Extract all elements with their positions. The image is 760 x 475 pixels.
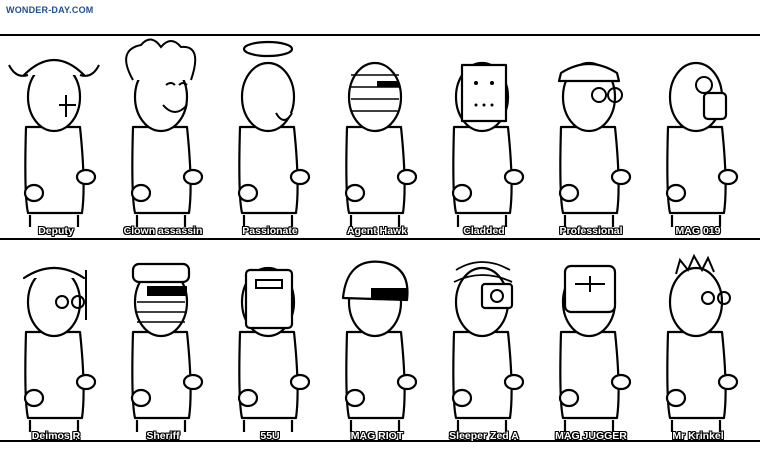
character-1-7: MAG 019 (646, 35, 750, 237)
character-2-2: Sheriff (111, 240, 215, 442)
character-name: Sheriff (146, 430, 180, 442)
character-row-1: Deputy Clown assassin Passionate Agent Hawk… (0, 35, 760, 237)
character-name: Professional (559, 225, 623, 237)
character-1-3: Passionate (218, 35, 322, 237)
row-divider-middle (0, 238, 760, 240)
character-name: Agent Hawk (346, 225, 408, 237)
character-name: MAG JUGGER (555, 430, 627, 442)
character-1-6: Professional (539, 35, 643, 237)
character-1-5: Cladded (432, 35, 536, 237)
character-1-1: Deputy (4, 35, 108, 237)
character-name: Deputy (38, 225, 74, 237)
character-2-5: Sleeper Zed A (432, 240, 536, 442)
row-divider-bottom (0, 440, 760, 442)
character-row-2: Deimos R Sheriff 55U MAG RIOT Sleeper Zed A M… (0, 240, 760, 442)
character-name: Deimos R (31, 430, 81, 442)
character-2-1: Deimos R (4, 240, 108, 442)
character-name: Clown assassin (123, 225, 203, 237)
character-1-4: Agent Hawk (325, 35, 429, 237)
character-name: 55U (260, 430, 280, 442)
character-1-2: Clown assassin (111, 35, 215, 237)
character-name: Sleeper Zed A (449, 430, 519, 442)
character-name: Passionate (242, 225, 298, 237)
character-name: Mr Krinkel (672, 430, 724, 442)
character-name: Cladded (463, 225, 505, 237)
site-watermark: WONDER-DAY.COM (6, 5, 94, 15)
character-2-7: Mr Krinkel (646, 240, 750, 442)
row-divider-top (0, 34, 760, 36)
character-2-3: 55U (218, 240, 322, 442)
character-2-4: MAG RIOT (325, 240, 429, 442)
character-name: MAG 019 (675, 225, 721, 237)
character-name: MAG RIOT (350, 430, 404, 442)
character-2-6: MAG JUGGER (539, 240, 643, 442)
